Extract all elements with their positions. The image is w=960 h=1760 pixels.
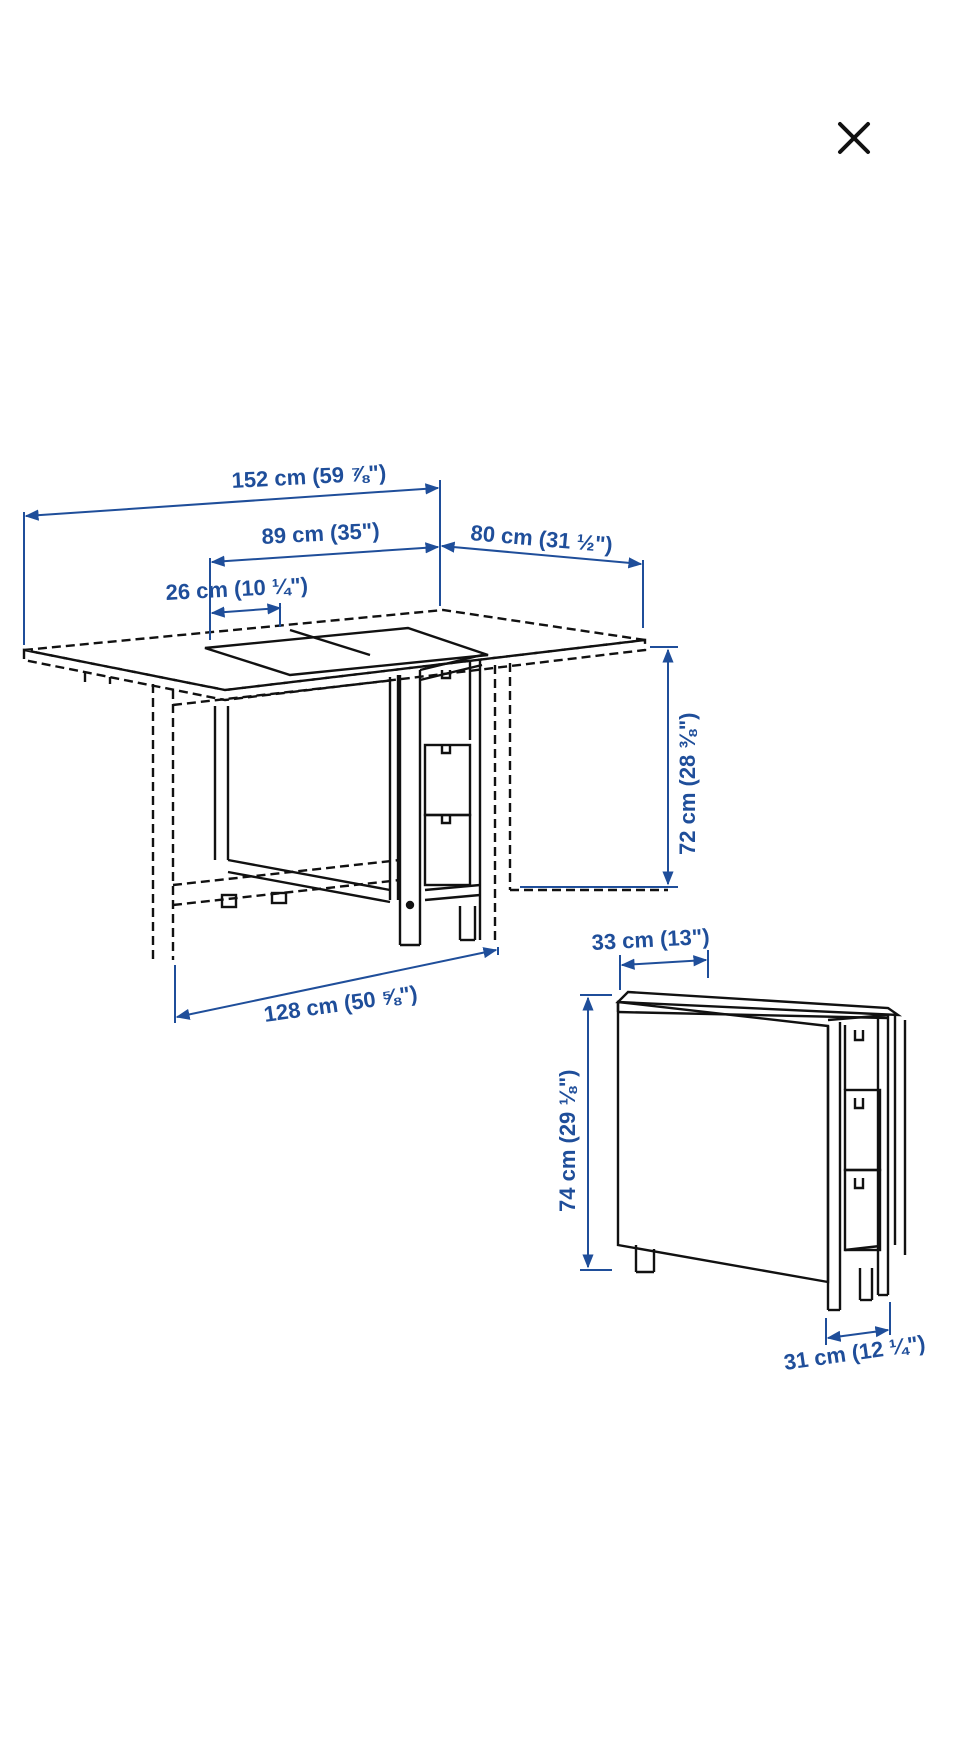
label-folded-height: 74 cm (29 ⅛") (555, 1069, 580, 1212)
folded-table-illustration (615, 990, 907, 1312)
label-one-leaf-width: 89 cm (35") (261, 518, 380, 549)
label-full-width: 152 cm (59 ⅞") (231, 460, 387, 493)
label-folded-top: 33 cm (13") (591, 924, 710, 955)
label-height-expanded: 72 cm (28 ⅜") (675, 712, 700, 855)
close-icon (838, 122, 870, 154)
label-depth: 80 cm (31 ½") (470, 520, 614, 557)
expanded-dimension-lines (23, 480, 678, 1023)
label-folded-base: 31 cm (12 ¼") (782, 1330, 927, 1375)
dimension-labels: 152 cm (59 ⅞") 89 cm (35") 26 cm (10 ¼")… (165, 460, 927, 1375)
folded-dimension-lines (580, 950, 891, 1345)
close-button[interactable] (824, 108, 884, 168)
expanded-table-illustration (22, 608, 668, 960)
label-center-strip: 26 cm (10 ¼") (165, 573, 309, 605)
label-leg-span: 128 cm (50 ⅝") (262, 981, 419, 1027)
